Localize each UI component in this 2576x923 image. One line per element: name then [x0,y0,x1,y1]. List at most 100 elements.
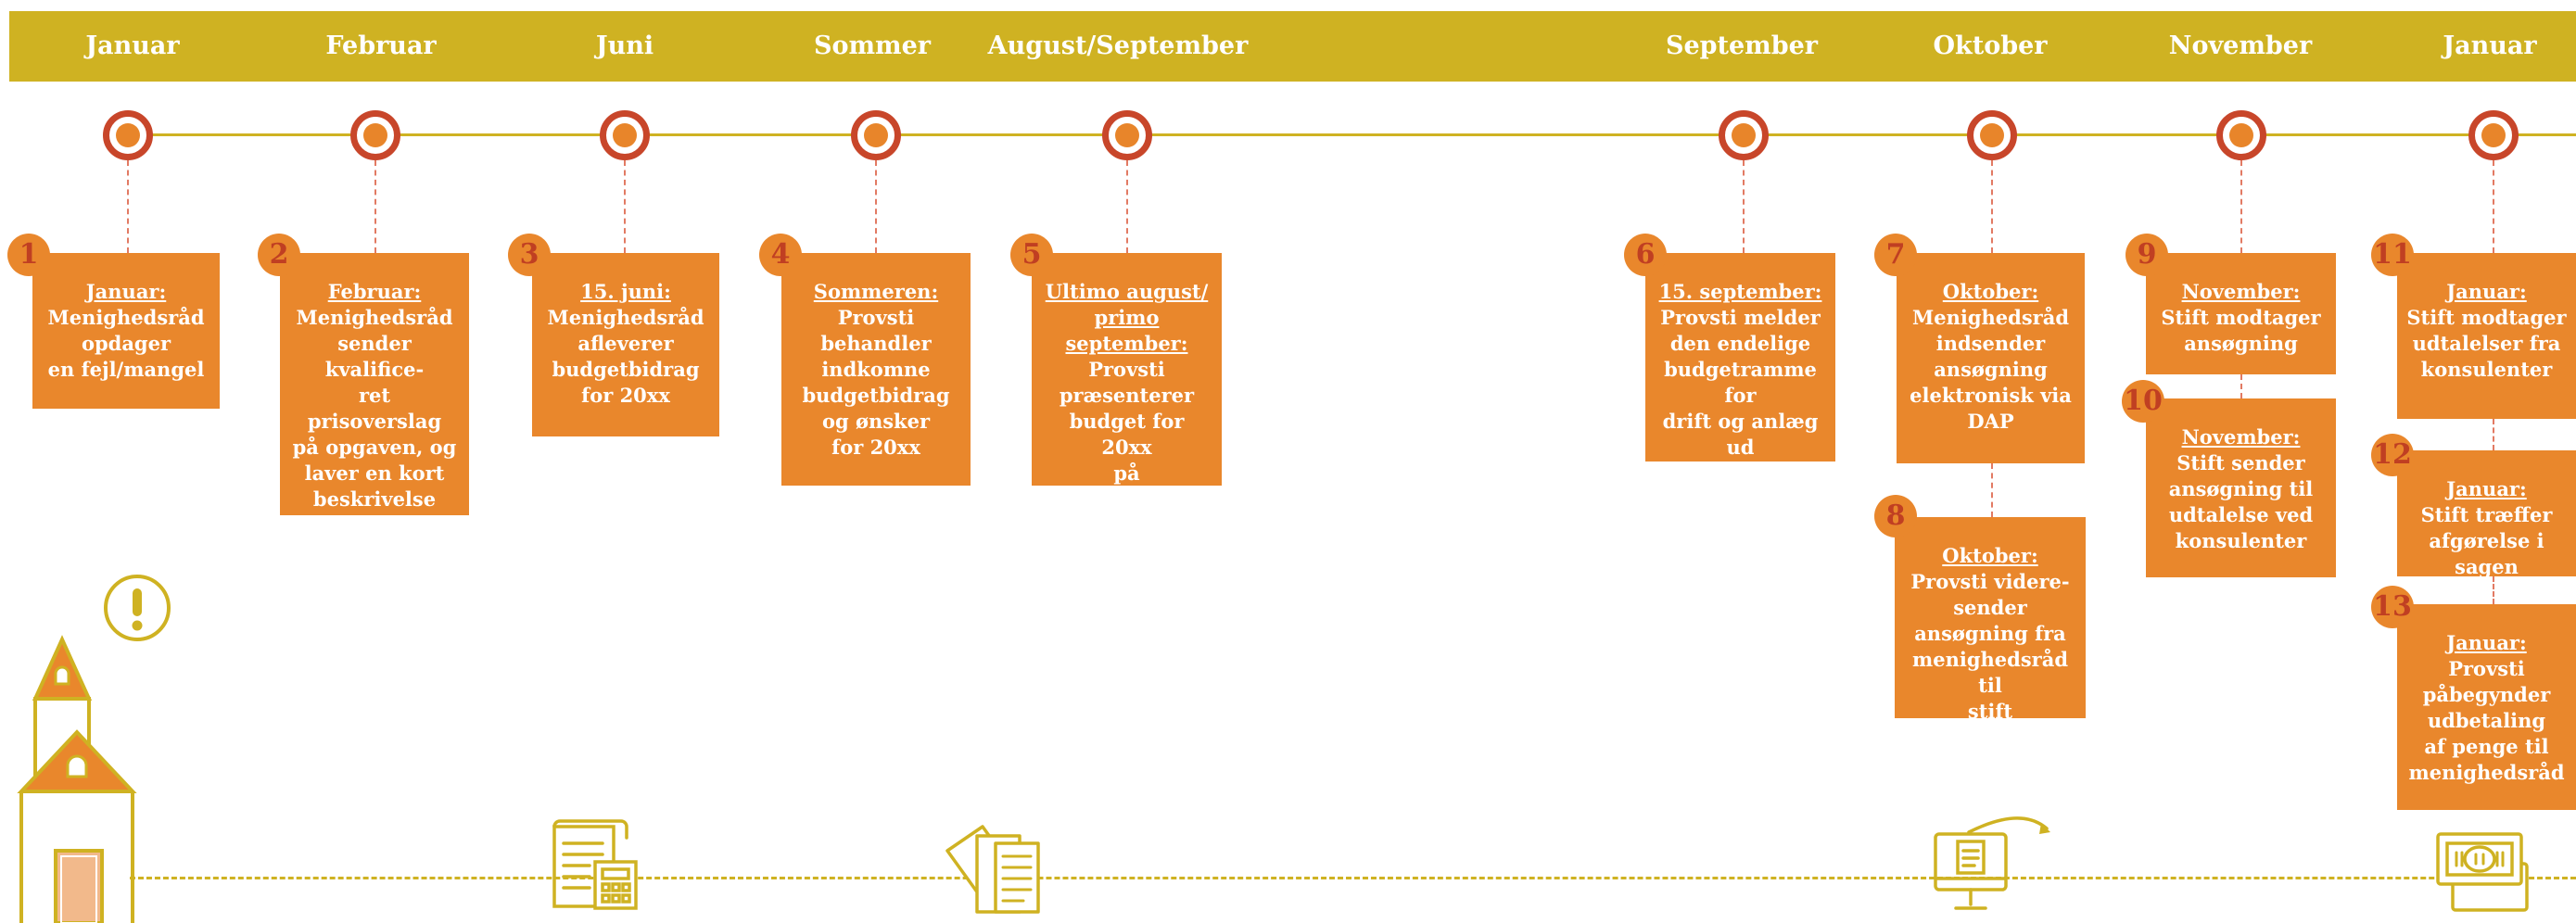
step-date: Oktober: [1942,544,2038,567]
step-date: Januar: [2446,280,2527,303]
step-badge: 12 [2371,434,2414,476]
step-box-12: Januar: Stift træffer afgørelse i sagen [2397,450,2576,578]
step-text: præsenterer [1059,384,1195,407]
step-text: indkomne [821,358,931,381]
step-text: ansøgning [1934,358,2048,381]
step-text: sender kvalifice- [324,332,425,381]
step-text: Menighedsråd [296,306,453,329]
timeline-node [2468,110,2519,160]
calculator-document-icon [552,819,638,910]
timeline-node [1967,110,2017,160]
month-label: Januar [85,32,180,60]
computer-icon [1934,816,2050,910]
step-text: vedlagt fotos [303,513,446,537]
step-text: budgetbidrag [802,384,950,407]
step-text: menighedsråd [2408,761,2565,784]
step-text: Stift træffer [2420,503,2553,526]
exclamation-icon [104,575,171,641]
step-text: Provsti videre- [1910,570,2070,593]
step-badge: 4 [759,234,802,276]
step-date: 15. september: [1658,280,1822,303]
timeline-node [2216,110,2266,160]
step-text: elektronisk via [1910,384,2072,407]
timeline-node [1102,110,1152,160]
connector-line [1126,160,1128,253]
step-box-7: Oktober: Menighedsråd indsender ansøgnin… [1897,253,2085,463]
timeline-node [1719,110,1769,160]
connector-line [2240,374,2242,398]
step-box-3: 15. juni: Menighedsråd afleverer budgetb… [532,253,719,436]
step-date: November: [2181,425,2301,449]
step-text: opdager [81,332,171,355]
step-text: på budgetsamråd [1047,462,1206,511]
step-box-9: November: Stift modtager ansøgning [2146,253,2336,374]
step-text: budget for 20xx [1069,410,1185,459]
step-date: Januar: [85,280,167,303]
month-header-bar [9,11,2576,82]
connector-line [2493,160,2494,253]
step-date: Sommeren: [813,280,939,303]
step-text: på opgaven, og [292,436,457,459]
step-text: drift og anlæg ud [1662,410,1819,459]
step-text: budgetbidrag [552,358,700,381]
step-box-11: Januar: Stift modtager udtalelser fra ko… [2397,253,2576,419]
step-text: Provsti [837,306,915,329]
step-text: afgørelse i sagen [2429,529,2544,578]
step-text: ret prisoverslag [307,384,442,433]
step-text: udtalelse ved [2168,503,2314,526]
step-date: Januar: [2446,631,2527,654]
step-text: af penge til [2424,735,2549,758]
month-label: November [2168,32,2313,60]
connector-line [2493,576,2494,604]
step-badge: 13 [2371,586,2414,628]
step-text: ansøgning fra [1914,622,2066,645]
documents-icon [945,825,1040,914]
step-date: November: [2181,280,2301,303]
step-box-13: Januar: Provsti påbegynder udbetaling af… [2397,604,2576,810]
step-text: afleverer [577,332,674,355]
connector-line [1991,160,1993,253]
connector-line [1743,160,1745,253]
step-date: Februar: [327,280,422,303]
step-badge: 10 [2122,380,2164,423]
step-text: Menighedsråd [47,306,205,329]
month-label: September [1665,32,1819,60]
connector-line [2493,419,2494,450]
step-box-5: Ultimo august/ primo september: Provsti … [1032,253,1222,511]
step-text: behandler [820,332,932,355]
step-text: budgetramme for [1664,358,1817,407]
step-date: Januar: [2446,477,2527,500]
money-icon [2436,832,2529,912]
step-box-10: November: Stift sender ansøgning til udt… [2146,398,2336,577]
step-text: laver en kort [304,462,445,485]
step-text: for 20xx [831,436,920,459]
step-text: en fejl/mangel [47,358,205,381]
month-label: Sommer [813,32,932,60]
connector-line [1991,463,1993,517]
step-badge: 2 [258,234,300,276]
step-badge: 8 [1874,495,1917,537]
month-label: Januar [2443,32,2537,60]
step-badge: 6 [1624,234,1667,276]
step-text: og ønsker [821,410,931,433]
step-text: Provsti melder [1660,306,1821,329]
step-text: udbetaling [2427,709,2546,732]
step-date: 15. juni: [580,280,671,303]
step-text: Stift modtager [2161,306,2321,329]
step-text: menighedsråd til [1912,648,2068,697]
timeline-line [128,133,2576,136]
step-text: den endelige [1669,332,1811,355]
step-date: Ultimo august/ primo september: [1045,280,1209,355]
step-text: påbegynder [2422,683,2551,706]
step-text: udtalelser fra [2412,332,2561,355]
step-badge: 9 [2126,234,2168,276]
connector-line [127,160,129,253]
step-text: Menighedsråd [1911,306,2070,329]
step-text: ansøgning til [2168,477,2314,500]
step-text: konsulenter [2175,529,2307,552]
month-label: Juni [595,32,654,60]
step-badge: 11 [2371,234,2414,276]
step-box-2: Februar: Menighedsråd sender kvalifice- … [280,253,469,537]
step-box-6: 15. september: Provsti melder den endeli… [1645,253,1835,511]
step-text: Stift sender [2176,451,2305,474]
